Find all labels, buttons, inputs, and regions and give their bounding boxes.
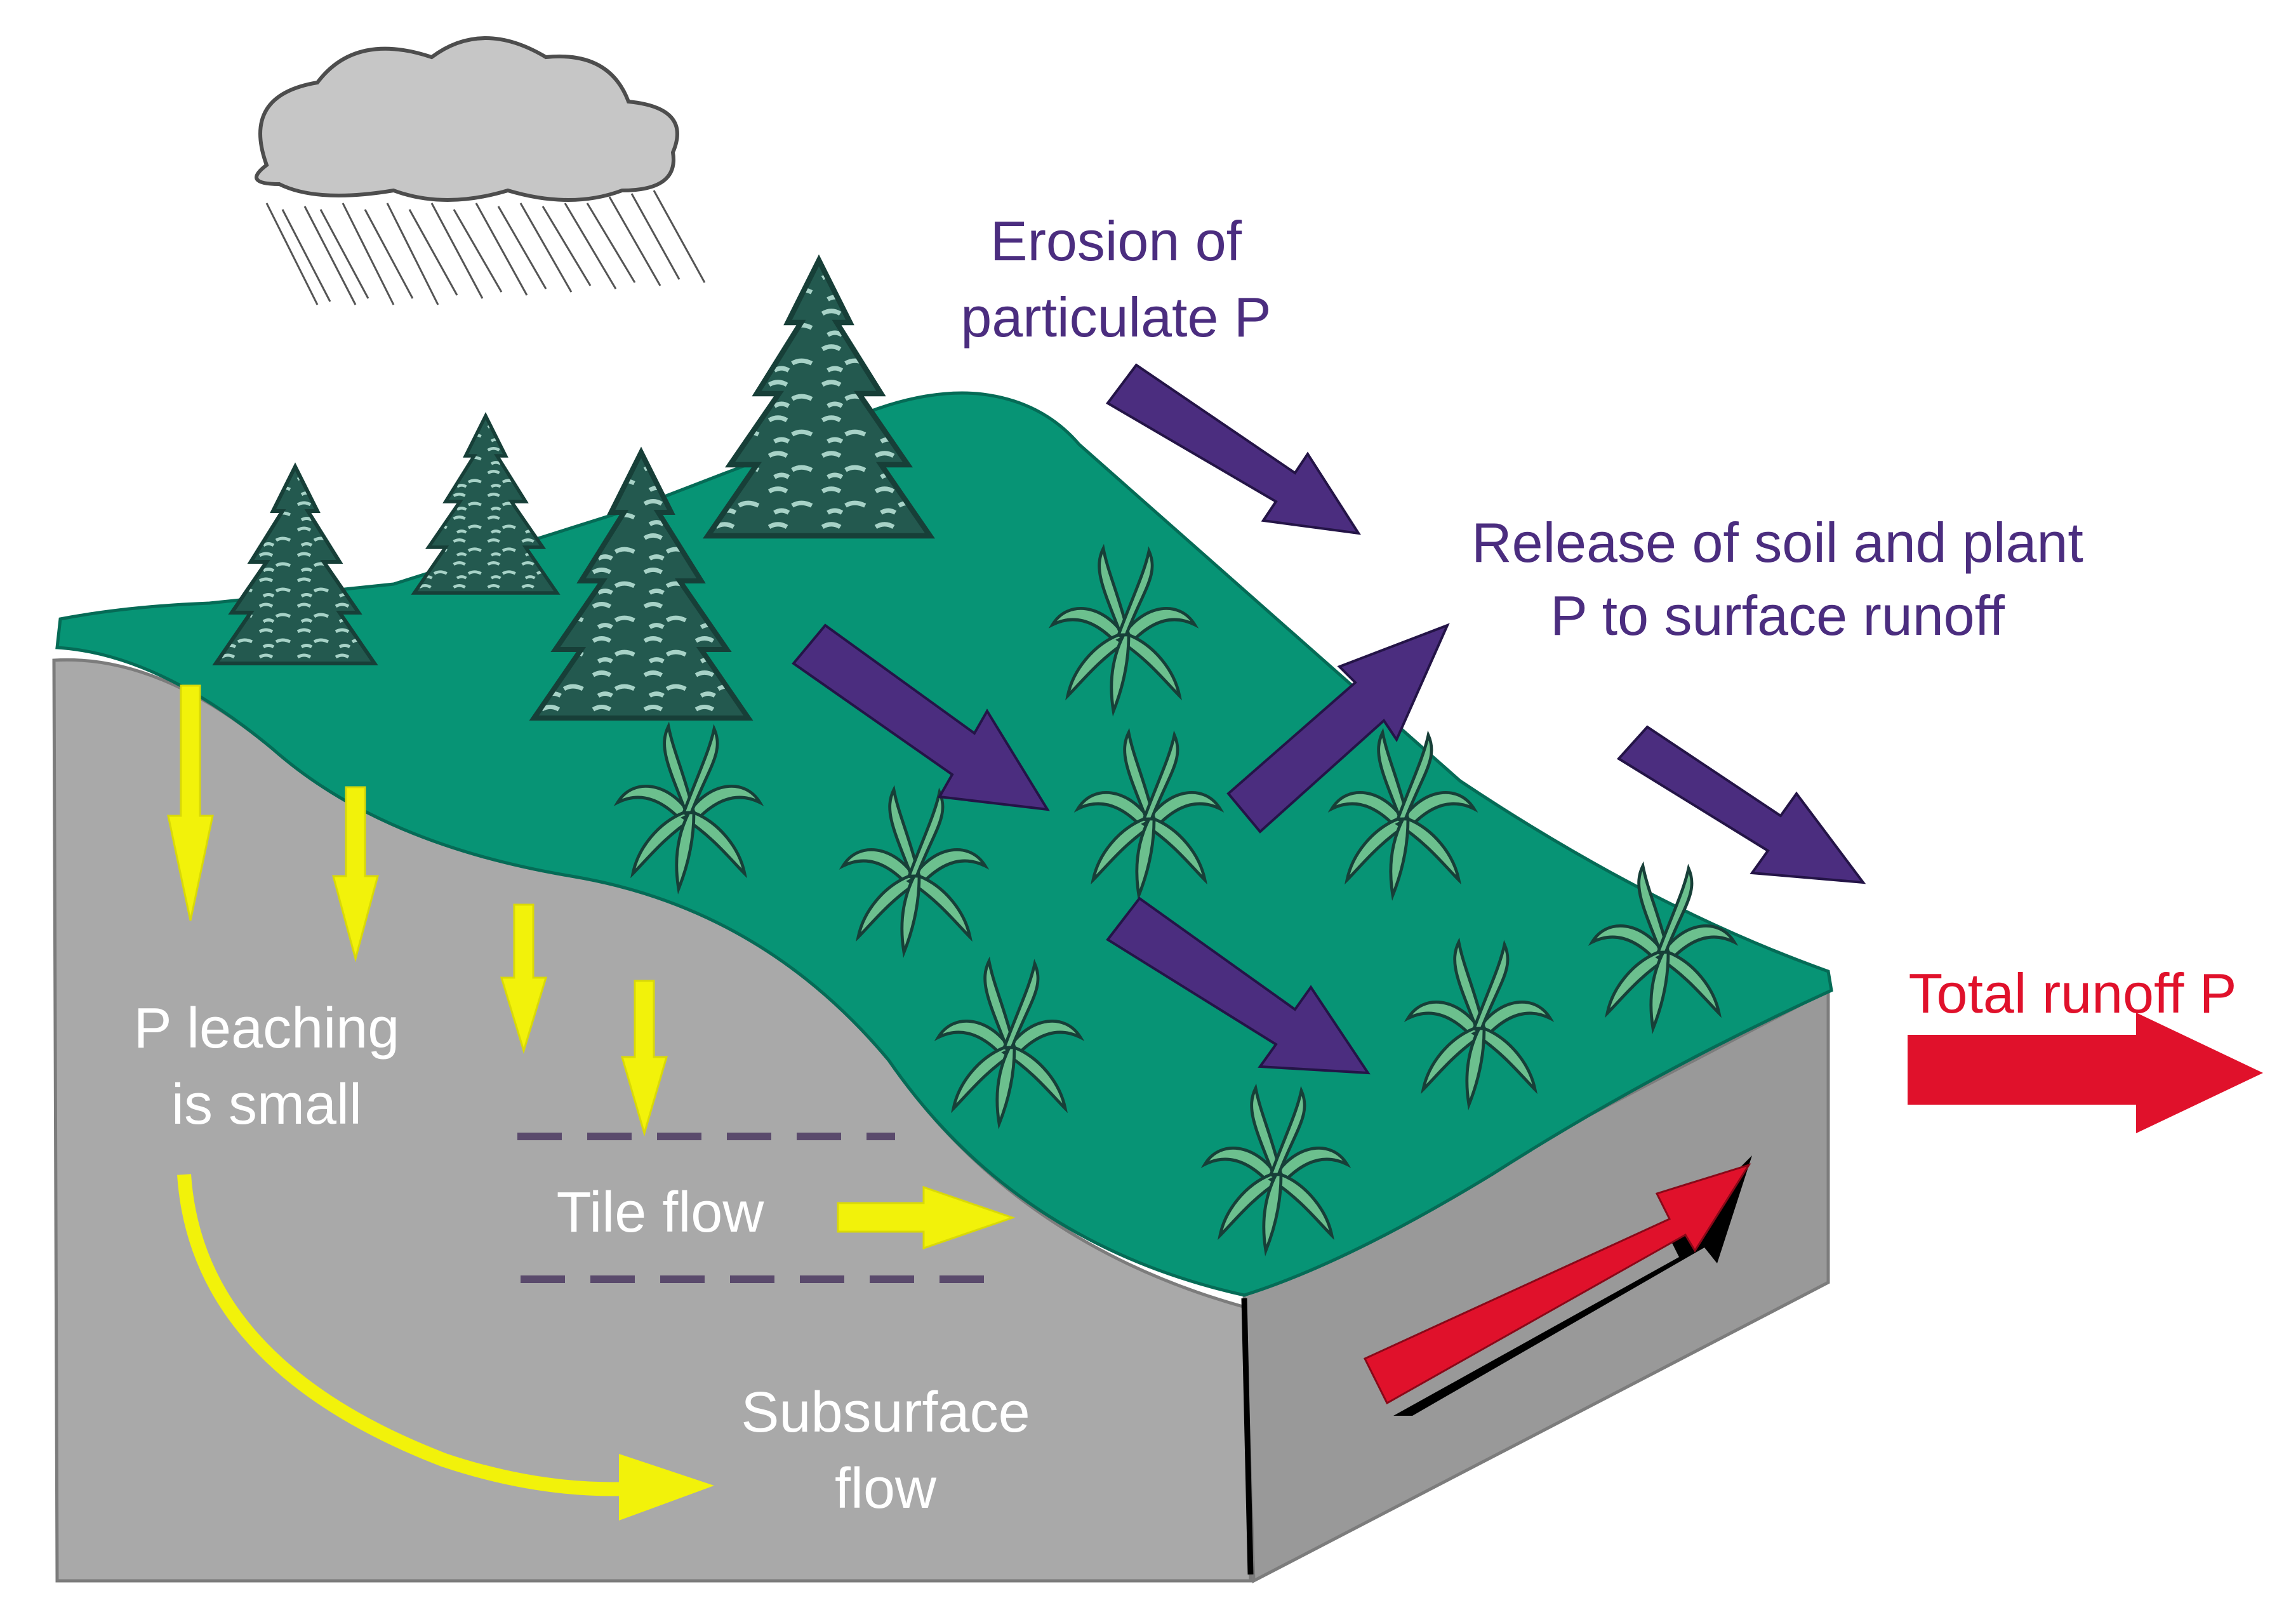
subsurface-label-line1: Subsurface — [741, 1381, 1030, 1444]
surface-flow-arrow-lower — [1106, 896, 1371, 1075]
total-runoff-label: Total runoff P — [1909, 962, 2237, 1025]
subsurface-flow-arrow — [177, 1174, 629, 1496]
runoff-arrow — [1616, 725, 1866, 884]
conifer-tree-icon — [216, 467, 375, 663]
leaching-arrow — [500, 903, 548, 1055]
conifer-tree-icon — [415, 416, 557, 593]
leaching-arrow — [621, 980, 668, 1137]
erosion-label-line1: Erosion of — [990, 210, 1242, 272]
land-surface — [55, 391, 1833, 1297]
surface-flow-arrow — [792, 623, 1050, 811]
conifer-tree-icon — [708, 260, 930, 536]
erosion-arrow — [1106, 363, 1362, 535]
tile-drain — [517, 1133, 1003, 1283]
subsurface-label-line2: flow — [835, 1457, 937, 1521]
release-label-line2: P to surface runoff — [1550, 584, 2005, 647]
block-edge — [1241, 1298, 1254, 1575]
leaching-arrow — [167, 684, 214, 921]
release-label-line1: Release of soil and plant — [1471, 511, 2083, 574]
erosion-label-line2: particulate P — [960, 286, 1271, 349]
side-runoff-arrow — [1363, 1163, 1751, 1405]
release-arrow — [1226, 623, 1450, 834]
tile-flow-label: Tile flow — [557, 1181, 765, 1244]
leaching-label-line2: is small — [171, 1073, 362, 1136]
tile-flow-arrow — [837, 1185, 1016, 1250]
rain-cloud-icon — [255, 36, 706, 305]
total-runoff-arrow — [1908, 1013, 2263, 1133]
leaching-label-line1: P leaching — [134, 997, 400, 1060]
leaching-arrow — [332, 786, 379, 962]
